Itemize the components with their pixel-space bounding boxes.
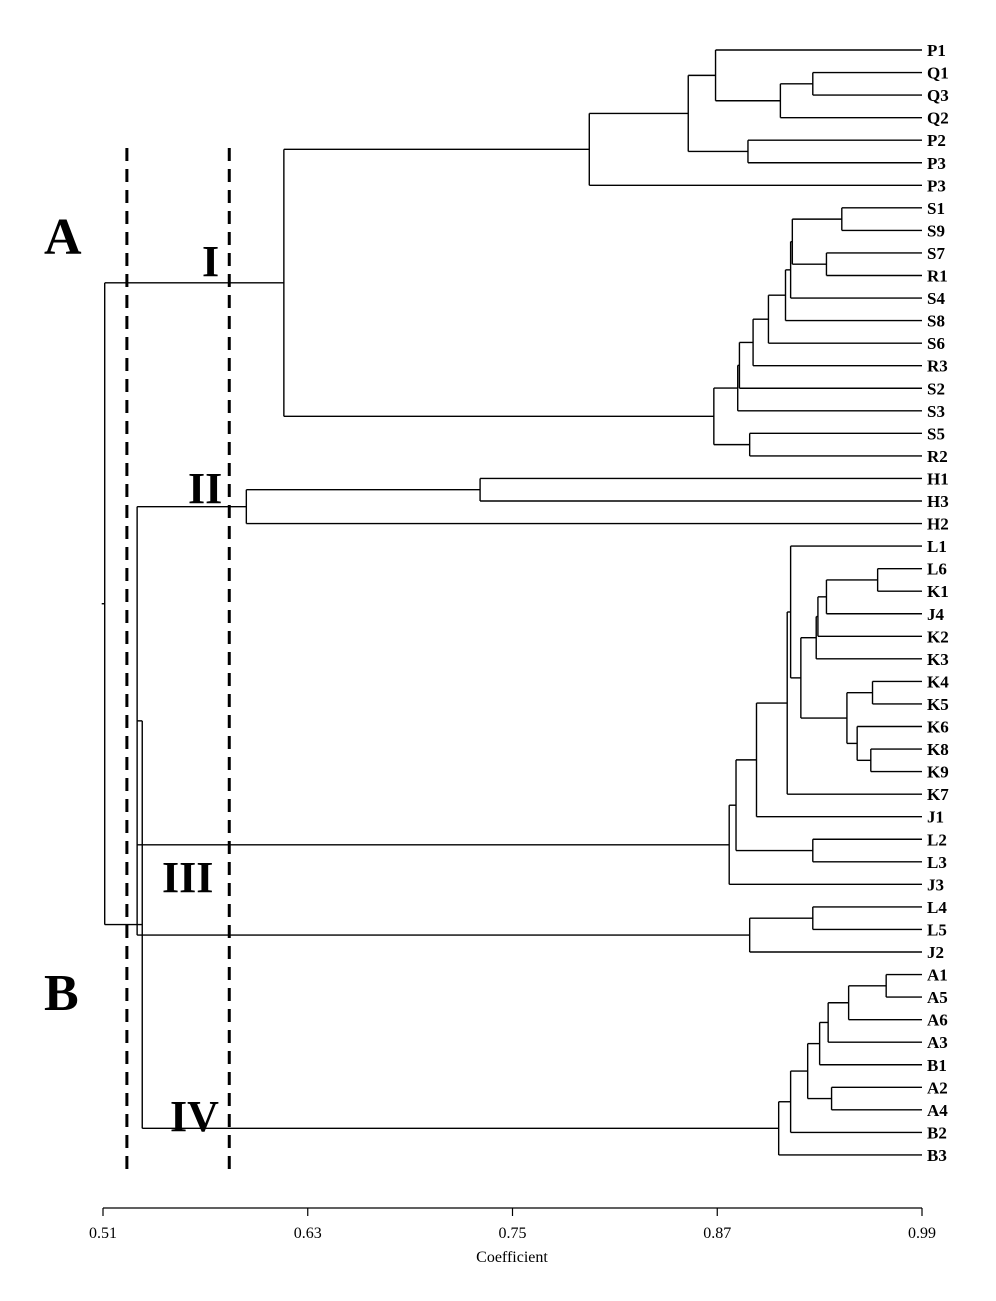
leaf-label: J3 (927, 875, 944, 894)
leaf-label: B3 (927, 1146, 947, 1165)
leaf-label: A4 (927, 1101, 948, 1120)
leaf-label: S3 (927, 402, 945, 421)
x-tick-label: 0.51 (89, 1225, 117, 1242)
x-axis-title: Coefficient (476, 1249, 548, 1266)
group-label-b: B (44, 965, 79, 1022)
leaf-label: H3 (927, 492, 949, 511)
cluster-label-i: I (202, 237, 219, 286)
leaf-label: K4 (927, 672, 949, 691)
leaf-label: P3 (927, 154, 946, 173)
leaf-label: K5 (927, 695, 949, 714)
leaf-label: L5 (927, 920, 947, 939)
x-tick-label: 0.63 (294, 1225, 322, 1242)
x-tick-label: 0.75 (499, 1225, 527, 1242)
leaf-label: A1 (927, 966, 948, 985)
leaf-label: A3 (927, 1033, 948, 1052)
leaf-label: P3 (927, 176, 946, 195)
leaf-label: S9 (927, 221, 945, 240)
leaf-label: H2 (927, 515, 949, 534)
leaf-label: P1 (927, 41, 946, 60)
leaf-label: K7 (927, 785, 949, 804)
leaf-label: Q2 (927, 109, 949, 128)
leaf-label: L1 (927, 537, 947, 556)
x-tick-label: 0.87 (703, 1225, 731, 1242)
leaf-label: R3 (927, 357, 948, 376)
leaf-label: A2 (927, 1078, 948, 1097)
leaf-label: A5 (927, 988, 948, 1007)
leaf-label: S1 (927, 199, 945, 218)
leaf-label: K8 (927, 740, 949, 759)
leaf-label: H1 (927, 469, 949, 488)
leaf-label: S7 (927, 244, 945, 263)
leaf-label: K9 (927, 763, 949, 782)
dendrogram-branches (101, 49, 922, 1156)
leaf-label: J4 (927, 605, 945, 624)
leaf-label: R2 (927, 447, 948, 466)
leaf-label: S4 (927, 289, 945, 308)
leaf-label: Q1 (927, 64, 949, 83)
leaf-label: L2 (927, 830, 947, 849)
leaf-label: R1 (927, 267, 948, 286)
group-labels: A B I II III IV (44, 209, 222, 1141)
leaf-label: Q3 (927, 86, 949, 105)
leaf-label: S5 (927, 424, 945, 443)
leaf-label: J2 (927, 943, 944, 962)
leaf-label: K1 (927, 582, 949, 601)
cluster-label-ii: II (188, 464, 222, 513)
x-axis: 0.51 0.63 0.75 0.87 0.99 Coefficient (89, 1207, 936, 1266)
leaf-label: P2 (927, 131, 946, 150)
cut-lines (125, 148, 231, 1172)
leaf-label: B2 (927, 1123, 947, 1142)
leaf-label: S2 (927, 379, 945, 398)
leaf-label: L4 (927, 898, 947, 917)
leaf-label: K2 (927, 627, 949, 646)
leaf-label: K3 (927, 650, 949, 669)
leaf-label: J1 (927, 808, 944, 827)
cluster-label-iii: III (162, 853, 213, 902)
x-tick-label: 0.99 (908, 1225, 936, 1242)
leaf-label: S6 (927, 334, 945, 353)
leaf-label: B1 (927, 1056, 947, 1075)
cluster-label-iv: IV (170, 1092, 219, 1141)
leaf-label: K6 (927, 718, 949, 737)
leaf-label: A6 (927, 1011, 948, 1030)
group-label-a: A (44, 209, 82, 266)
leaf-labels: P1Q1Q3Q2P2P3P3S1S9S7R1S4S8S6R3S2S3S5R2H1… (927, 41, 949, 1165)
leaf-label: L3 (927, 853, 947, 872)
x-axis-ticks: 0.51 0.63 0.75 0.87 0.99 (89, 1208, 936, 1242)
leaf-label: S8 (927, 312, 945, 331)
leaf-label: L6 (927, 560, 947, 579)
